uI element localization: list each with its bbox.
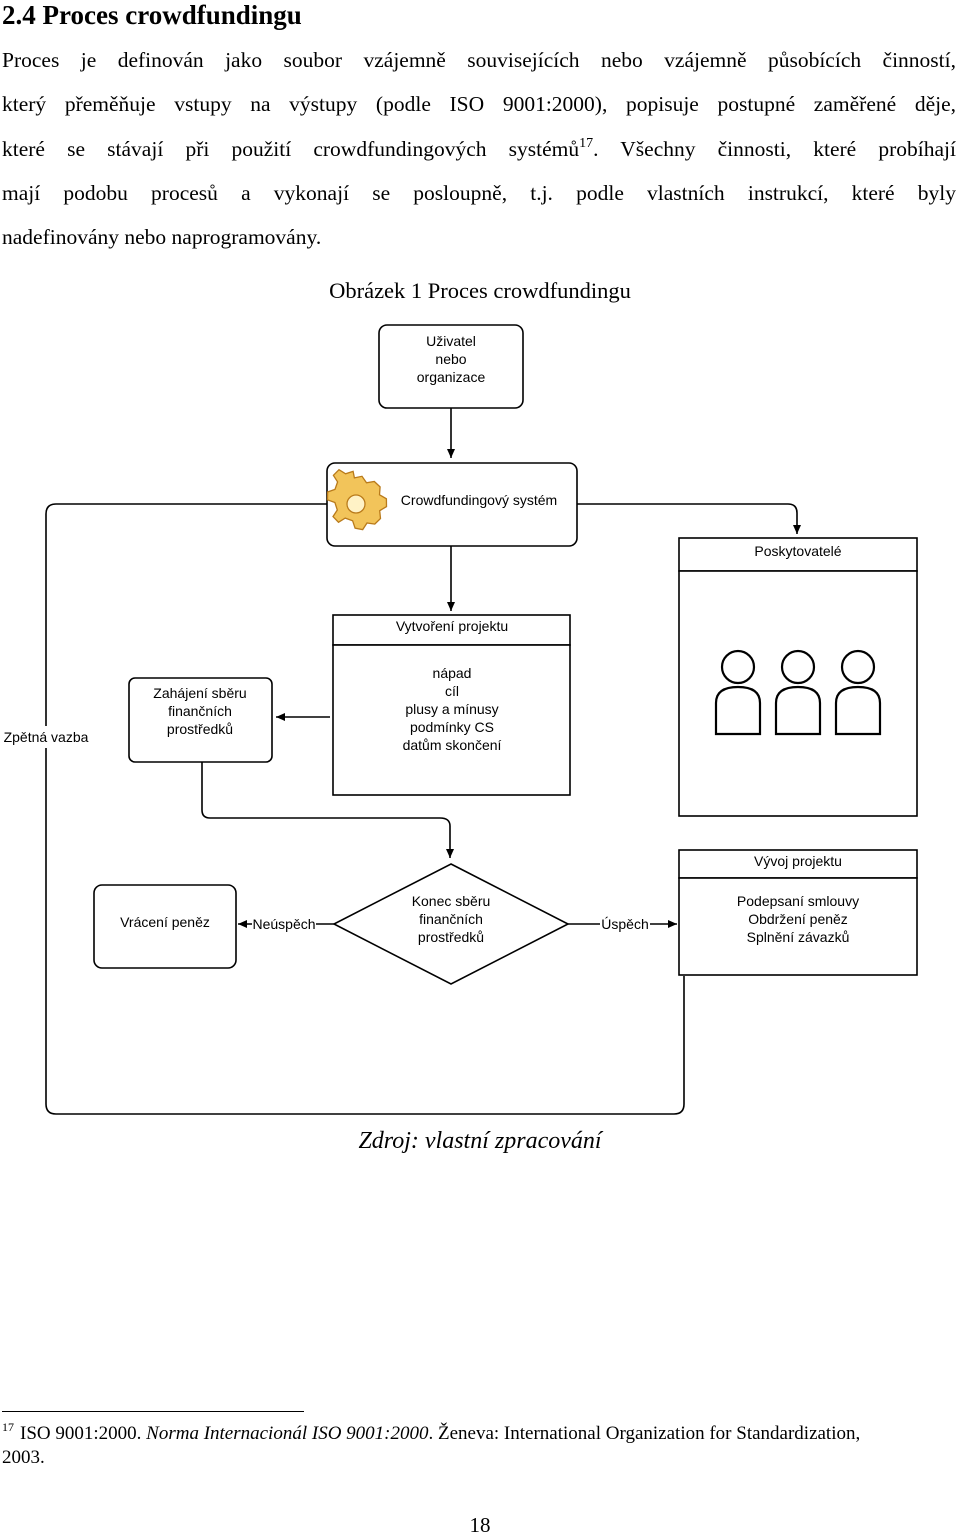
development-step: Obdržení peněz (748, 911, 848, 927)
project-detail: nápad (433, 665, 472, 681)
project-creation-label: Vytvoření projektu (396, 618, 508, 634)
project-detail: cíl (445, 683, 459, 699)
refund-label: Vrácení peněz (120, 914, 210, 930)
user-label-3: organizace (417, 369, 486, 385)
providers-people (714, 649, 882, 736)
funding-end-label-2: finančních (419, 911, 483, 927)
project-detail: podmínky CS (410, 719, 494, 735)
system-label: Crowdfundingový systém (401, 492, 557, 508)
paragraph-line-3: které se stávají při použití crowdfundin… (2, 135, 956, 163)
user-node (378, 324, 524, 409)
funding-start-label-2: finančních (168, 703, 232, 719)
person-icon (834, 649, 882, 736)
paragraph-line-5: nadefinovány nebo naprogramovány. (2, 225, 322, 249)
paragraph-line-3-start: které se stávají při použití crowdfundin… (2, 137, 580, 161)
feedback-label: Zpětná vazba (4, 729, 89, 745)
project-details-box (332, 644, 571, 796)
funding-start-label-3: prostředků (167, 721, 233, 737)
footnote-reference[interactable]: 17 (579, 136, 594, 151)
person-icon (714, 649, 762, 736)
footnote-line-1: 17 ISO 9001:2000. Norma Internacionál ISO… (2, 1420, 956, 1446)
failure-label: Neúspěch (252, 916, 315, 932)
project-detail: datům skončení (403, 737, 502, 753)
project-development-header (678, 849, 918, 879)
funding-start-label-1: Zahájení sběru (153, 685, 246, 701)
footnote-number: 17 (2, 1420, 14, 1434)
refund-node (93, 884, 237, 969)
crowdfunding-process-diagram: Uživatel nebo organizace Crowdfundingový… (2, 324, 918, 1115)
figure-caption: Obrázek 1 Proces crowdfundingu (329, 278, 631, 303)
paragraph-line-4: mají podobu procesů a vykonají se poslou… (2, 181, 956, 205)
gear-icon (326, 468, 388, 531)
user-label-2: nebo (435, 351, 466, 367)
footnote-text-start: ISO 9001:2000. (20, 1423, 147, 1444)
funding-start-node (128, 677, 273, 763)
failure-label-bg (252, 915, 316, 933)
paragraph-line-1: Proces je definován jako soubor vzájemně… (2, 48, 956, 72)
person-icon (774, 649, 822, 736)
footnote-text-end: . Ženeva: International Organization for… (428, 1423, 861, 1444)
funding-end-decision (332, 863, 570, 985)
success-label: Úspěch (601, 916, 648, 932)
feedback-label-bg (2, 726, 90, 748)
success-label-bg (600, 915, 650, 933)
funding-end-label-1: Konec sběru (412, 893, 491, 909)
development-step: Podepsaní smlouvy (737, 893, 859, 909)
user-label-1: Uživatel (426, 333, 476, 349)
system-node (326, 462, 578, 547)
figure-source: Zdroj: vlastní zpracování (358, 1128, 602, 1154)
paragraph-line-2: který přeměňuje vstupy na výstupy (podle… (2, 92, 956, 116)
project-detail: plusy a mínusy (405, 701, 498, 717)
page-number: 18 (469, 1513, 491, 1537)
footnote-line-2: 2003. (2, 1447, 45, 1468)
section-heading: 2.4 Proces crowdfundingu (2, 0, 302, 30)
project-development-label: Vývoj projektu (754, 853, 842, 869)
feedback-loop (45, 503, 685, 1115)
paragraph-line-3-end: . Všechny činnosti, které probíhají (593, 137, 956, 161)
arrow-funding-start-to-end (201, 762, 454, 858)
arrow-system-to-providers (576, 503, 801, 534)
project-development-box (678, 877, 918, 976)
footnote-divider (2, 1411, 304, 1412)
funding-end-label-3: prostředků (418, 929, 484, 945)
footnote-title: Norma Internacionál ISO 9001:2000 (146, 1423, 429, 1444)
project-creation-header (332, 614, 571, 646)
footnote: 17 ISO 9001:2000. Norma Internacionál ISO… (2, 1420, 956, 1470)
providers-header (678, 537, 918, 572)
providers-label: Poskytovatelé (754, 543, 841, 559)
development-step: Splnění závazků (747, 929, 850, 945)
connectors (45, 408, 801, 1115)
